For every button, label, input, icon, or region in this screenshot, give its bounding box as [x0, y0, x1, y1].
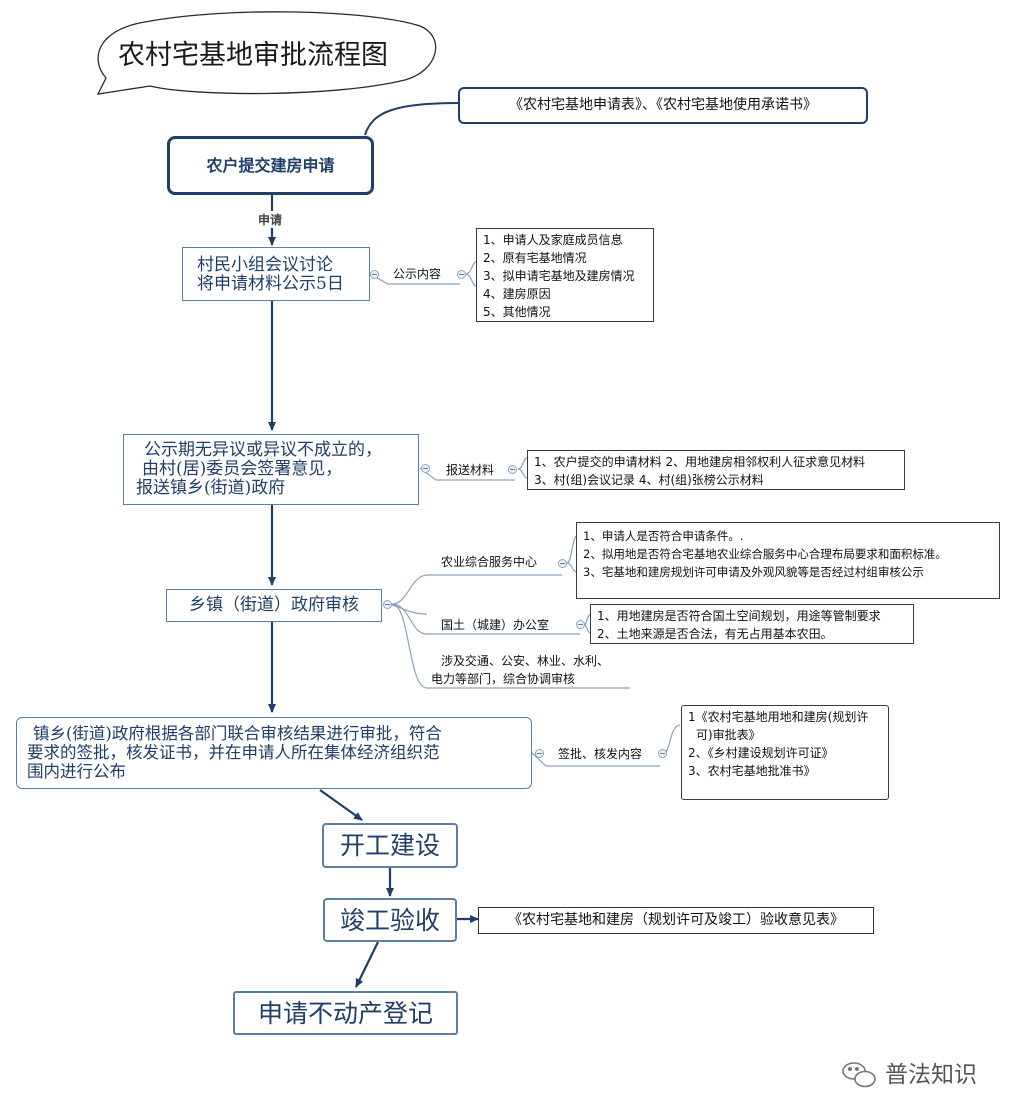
- branch-label-submission: 报送材料: [446, 463, 495, 477]
- detail-agri-center-items: 1、申请人是否符合申请条件。. 2、拟用地是否符合宅基地农业综合服务中心合理布局…: [576, 522, 1000, 599]
- step-approval: 镇乡(街道)政府根据各部门联合审核结果进行审批，符合 要求的签批，核发证书，并在…: [16, 717, 532, 789]
- arrow-completion-to-registration: [355, 941, 379, 988]
- wechat-icon: [842, 1062, 876, 1088]
- collapse-toggle-icon[interactable]: [457, 270, 466, 279]
- collapse-toggle-icon[interactable]: [383, 600, 392, 609]
- collapse-toggle-icon[interactable]: [421, 464, 430, 473]
- attachment-application-forms: 《农村宅基地申请表》、《农村宅基地使用承诺书》: [458, 87, 868, 124]
- branch-label-issuance: 签批、核发内容: [558, 747, 643, 761]
- page-title: 农村宅基地审批流程图: [118, 40, 388, 71]
- collapse-toggle-icon[interactable]: [576, 620, 585, 629]
- collapse-toggle-icon[interactable]: [508, 465, 517, 474]
- attachment-acceptance-form: 《农村宅基地和建房（规划许可及竣工）验收意见表》: [478, 907, 874, 934]
- detail-publicity-items: 1、申请人及家庭成员信息 2、原有宅基地情况 3、拟申请宅基地及建房情况 4、建…: [476, 228, 654, 322]
- watermark-text: 普法知识: [885, 1062, 977, 1088]
- branch-label-agri-center: 农业综合服务中心: [441, 555, 538, 569]
- text-line: 村民小组会议讨论: [197, 255, 333, 275]
- detail-land-office-items: 1、用地建房是否符合国土空间规划，用途等管制要求 2、土地来源是否合法，有无占用…: [590, 604, 914, 644]
- branch-label-land-office: 国土（城建）办公室: [441, 618, 550, 632]
- arrow-approval-to-start: [319, 789, 363, 821]
- collapse-toggle-icon[interactable]: [658, 749, 667, 758]
- step-label-apply: 申请: [258, 211, 283, 228]
- step-property-registration: 申请不动产登记: [233, 991, 458, 1035]
- collapse-toggle-icon[interactable]: [558, 559, 567, 568]
- branch-other-departments: 涉及交通、公安、林业、水利、 电力等部门，综合协调审核: [431, 654, 610, 686]
- title-bubble: [96, 11, 437, 95]
- collapse-toggle-icon[interactable]: [535, 749, 544, 758]
- step-town-review: 乡镇（街道）政府审核: [166, 589, 382, 622]
- text-line: 将申请材料公示5日: [197, 274, 344, 294]
- step-no-objection: 公示期无异议或异议不成立的， 由村(居)委员会签署意见， 报送镇乡(街道)政府: [123, 434, 419, 505]
- detail-submission-items: 1、农户提交的申请材料 2、用地建房相邻权利人征求意见材料 3、村(组)会议记录…: [527, 450, 905, 490]
- step-village-meeting: 村民小组会议讨论 将申请材料公示5日: [182, 247, 370, 301]
- detail-issuance-items: 1《农村宅基地用地和建房(规划许 可)审批表》 2、《乡村建设规划许可证》 3、…: [681, 705, 889, 800]
- curve-submit-to-forms: [364, 102, 459, 136]
- branch-label-publicity: 公示内容: [393, 267, 442, 281]
- step-completion-acceptance: 竣工验收: [323, 898, 457, 942]
- step-submit-application: 农户提交建房申请: [167, 136, 374, 195]
- step-start-construction: 开工建设: [322, 823, 458, 868]
- collapse-toggle-icon[interactable]: [370, 270, 379, 279]
